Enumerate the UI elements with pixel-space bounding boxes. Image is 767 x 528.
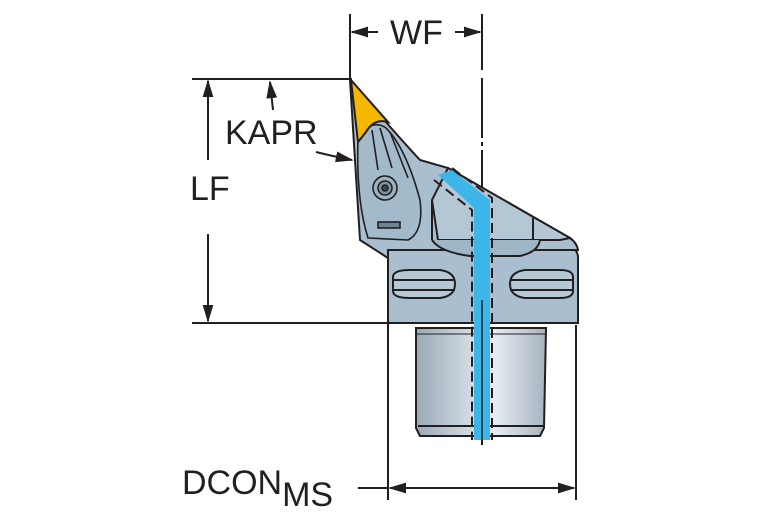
coolant-channel	[433, 167, 493, 445]
dcon-subscript: MS	[282, 476, 334, 514]
wf-dimension-label: WF	[390, 14, 443, 52]
lf-dimension-label: LF	[190, 170, 230, 208]
kapr-dimension-label: KAPR	[225, 114, 318, 152]
clamp-head	[356, 123, 422, 241]
cutting-insert	[349, 76, 392, 145]
dcon-main-text: DCON	[182, 464, 283, 502]
dcon-dimension-label: DCONMS	[182, 464, 333, 512]
